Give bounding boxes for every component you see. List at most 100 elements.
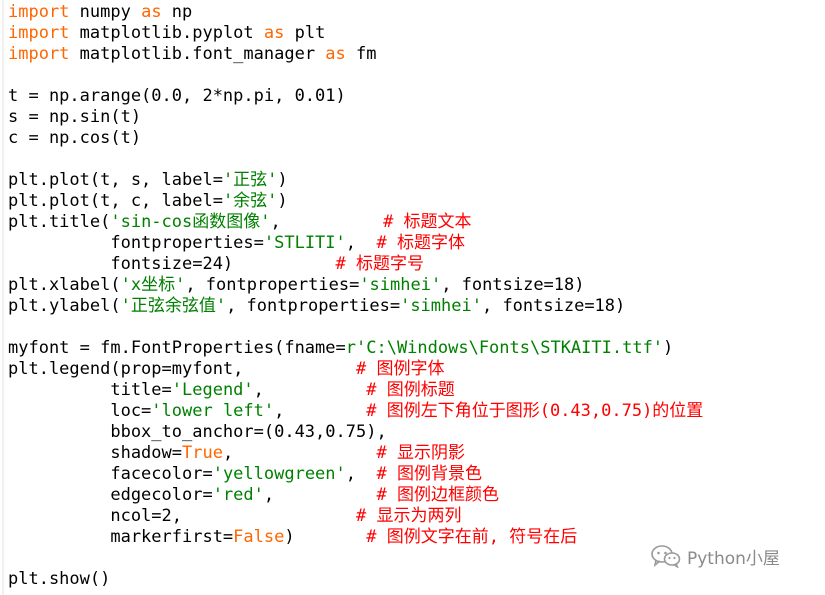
- code-token: fontproperties=: [8, 233, 264, 253]
- code-line[interactable]: bbox_to_anchor=(0.43,0.75),: [8, 422, 387, 443]
- code-token: fm: [345, 44, 377, 64]
- string-token: r'C:\Windows\Fonts\STKAITI.ttf': [345, 338, 664, 358]
- code-line[interactable]: markerfirst=False) # 图例文字在前, 符号在后: [8, 527, 577, 548]
- string-token: 'yellowgreen': [212, 464, 346, 484]
- code-token: title=: [8, 380, 172, 400]
- code-line[interactable]: t = np.arange(0.0, 2*np.pi, 0.01): [8, 86, 346, 107]
- code-token: ): [277, 170, 288, 190]
- code-line[interactable]: s = np.sin(t): [8, 107, 141, 128]
- code-line[interactable]: edgecolor='red', # 图例边框颜色: [8, 485, 499, 506]
- code-line[interactable]: import matplotlib.pyplot as plt: [8, 23, 325, 44]
- code-token: plt: [284, 23, 326, 43]
- code-line[interactable]: plt.plot(t, s, label='正弦'): [8, 170, 288, 191]
- comment-token: # 显示阴影: [376, 443, 465, 463]
- code-token: numpy: [69, 2, 142, 22]
- code-token: ): [284, 527, 367, 547]
- keyword-token: as: [263, 23, 285, 43]
- code-token: bbox_to_anchor=(0.43,0.75),: [8, 422, 387, 442]
- comment-token: # 标题文本: [383, 212, 472, 232]
- wechat-icon: [651, 545, 681, 568]
- string-token: '正弦余弦值': [120, 296, 227, 316]
- code-token: plt.xlabel(: [8, 275, 121, 295]
- comment-token: # 显示为两列: [356, 506, 462, 526]
- comment-token: # 图例字体: [356, 359, 445, 379]
- code-token: plt.plot(t, s, label=: [8, 170, 223, 190]
- code-token: t = np.arange(0.0, 2*np.pi, 0.01): [8, 86, 346, 106]
- code-token: matplotlib.font_manager: [69, 44, 326, 64]
- string-token: 'lower left': [151, 401, 275, 421]
- code-line[interactable]: facecolor='yellowgreen', # 图例背景色: [8, 464, 482, 485]
- code-token: , fontproperties=: [226, 296, 401, 316]
- code-token: loc=: [8, 401, 152, 421]
- code-token: facecolor=: [8, 464, 213, 484]
- code-line[interactable]: fontproperties='STLITI', # 标题字体: [8, 233, 465, 254]
- code-token: ,: [253, 380, 367, 400]
- string-token: 'Legend': [171, 380, 254, 400]
- code-line[interactable]: plt.legend(prop=myfont, # 图例字体: [8, 359, 444, 380]
- comment-token: # 图例左下角位于图形(0.43,0.75)的位置: [366, 401, 704, 421]
- code-token: , fontproperties=: [185, 275, 360, 295]
- code-token: matplotlib.pyplot: [69, 23, 264, 43]
- comment-token: # 标题字体: [376, 233, 465, 253]
- string-token: '余弦': [222, 191, 278, 211]
- watermark: Python小屋: [651, 542, 780, 570]
- code-line[interactable]: import matplotlib.font_manager as fm: [8, 44, 377, 65]
- code-line[interactable]: myfont = fm.FontProperties(fname=r'C:\Wi…: [8, 338, 673, 359]
- keyword-token: import: [8, 23, 70, 43]
- code-line[interactable]: plt.xlabel('x坐标', fontproperties='simhei…: [8, 275, 585, 296]
- code-token: np: [161, 2, 193, 22]
- code-line[interactable]: shadow=True, # 显示阴影: [8, 443, 465, 464]
- code-line[interactable]: plt.show(): [8, 569, 110, 590]
- code-token: plt.show(): [8, 569, 111, 589]
- code-token: ,: [263, 485, 377, 505]
- code-token: ): [277, 191, 288, 211]
- keyword-token: as: [141, 2, 162, 22]
- string-token: 'red': [212, 485, 264, 505]
- string-token: 'STLITI': [263, 233, 346, 253]
- code-line[interactable]: title='Legend', # 图例标题: [8, 380, 455, 401]
- code-token: , fontsize=18): [481, 296, 626, 316]
- code-token: ncol=2,: [8, 506, 356, 526]
- string-token: 'x坐标': [120, 275, 186, 295]
- code-token: c = np.cos(t): [8, 128, 142, 148]
- code-token: edgecolor=: [8, 485, 213, 505]
- keyword-token: True: [182, 443, 223, 463]
- keyword-token: import: [8, 2, 70, 22]
- keyword-token: False: [233, 527, 285, 547]
- code-token: plt.legend(prop=myfont,: [8, 359, 356, 379]
- comment-token: # 图例标题: [366, 380, 455, 400]
- code-token: fontsize=24): [8, 254, 336, 274]
- code-token: ,: [274, 401, 367, 421]
- editor-gutter: [2, 0, 4, 595]
- code-token: ,: [222, 443, 377, 463]
- code-line[interactable]: loc='lower left', # 图例左下角位于图形(0.43,0.75)…: [8, 401, 703, 422]
- string-token: 'simhei': [400, 296, 482, 316]
- code-token: , fontsize=18): [441, 275, 585, 295]
- code-token: plt.plot(t, c, label=: [8, 191, 223, 211]
- code-line[interactable]: plt.title('sin-cos函数图像', # 标题文本: [8, 212, 472, 233]
- watermark-text: Python小屋: [687, 548, 780, 569]
- code-line[interactable]: ncol=2, # 显示为两列: [8, 506, 461, 527]
- string-token: 'sin-cos函数图像': [110, 212, 271, 232]
- code-line[interactable]: plt.ylabel('正弦余弦值', fontproperties='simh…: [8, 296, 625, 317]
- code-token: plt.ylabel(: [8, 296, 121, 316]
- code-line[interactable]: fontsize=24) # 标题字号: [8, 254, 424, 275]
- comment-token: # 图例边框颜色: [376, 485, 499, 505]
- code-token: markerfirst=: [8, 527, 234, 547]
- code-line[interactable]: import numpy as np: [8, 2, 192, 23]
- code-line[interactable]: plt.plot(t, c, label='余弦'): [8, 191, 288, 212]
- code-token: myfont = fm.FontProperties(fname=: [8, 338, 346, 358]
- comment-token: # 标题字号: [335, 254, 424, 274]
- code-token: ): [663, 338, 674, 358]
- code-line[interactable]: c = np.cos(t): [8, 128, 141, 149]
- code-token: shadow=: [8, 443, 182, 463]
- string-token: 'simhei': [359, 275, 442, 295]
- code-token: ,: [270, 212, 384, 232]
- comment-token: # 图例背景色: [376, 464, 482, 484]
- comment-token: # 图例文字在前, 符号在后: [366, 527, 578, 547]
- code-token: ,: [345, 464, 377, 484]
- code-token: ,: [345, 233, 377, 253]
- keyword-token: import: [8, 44, 70, 64]
- code-token: plt.title(: [8, 212, 111, 232]
